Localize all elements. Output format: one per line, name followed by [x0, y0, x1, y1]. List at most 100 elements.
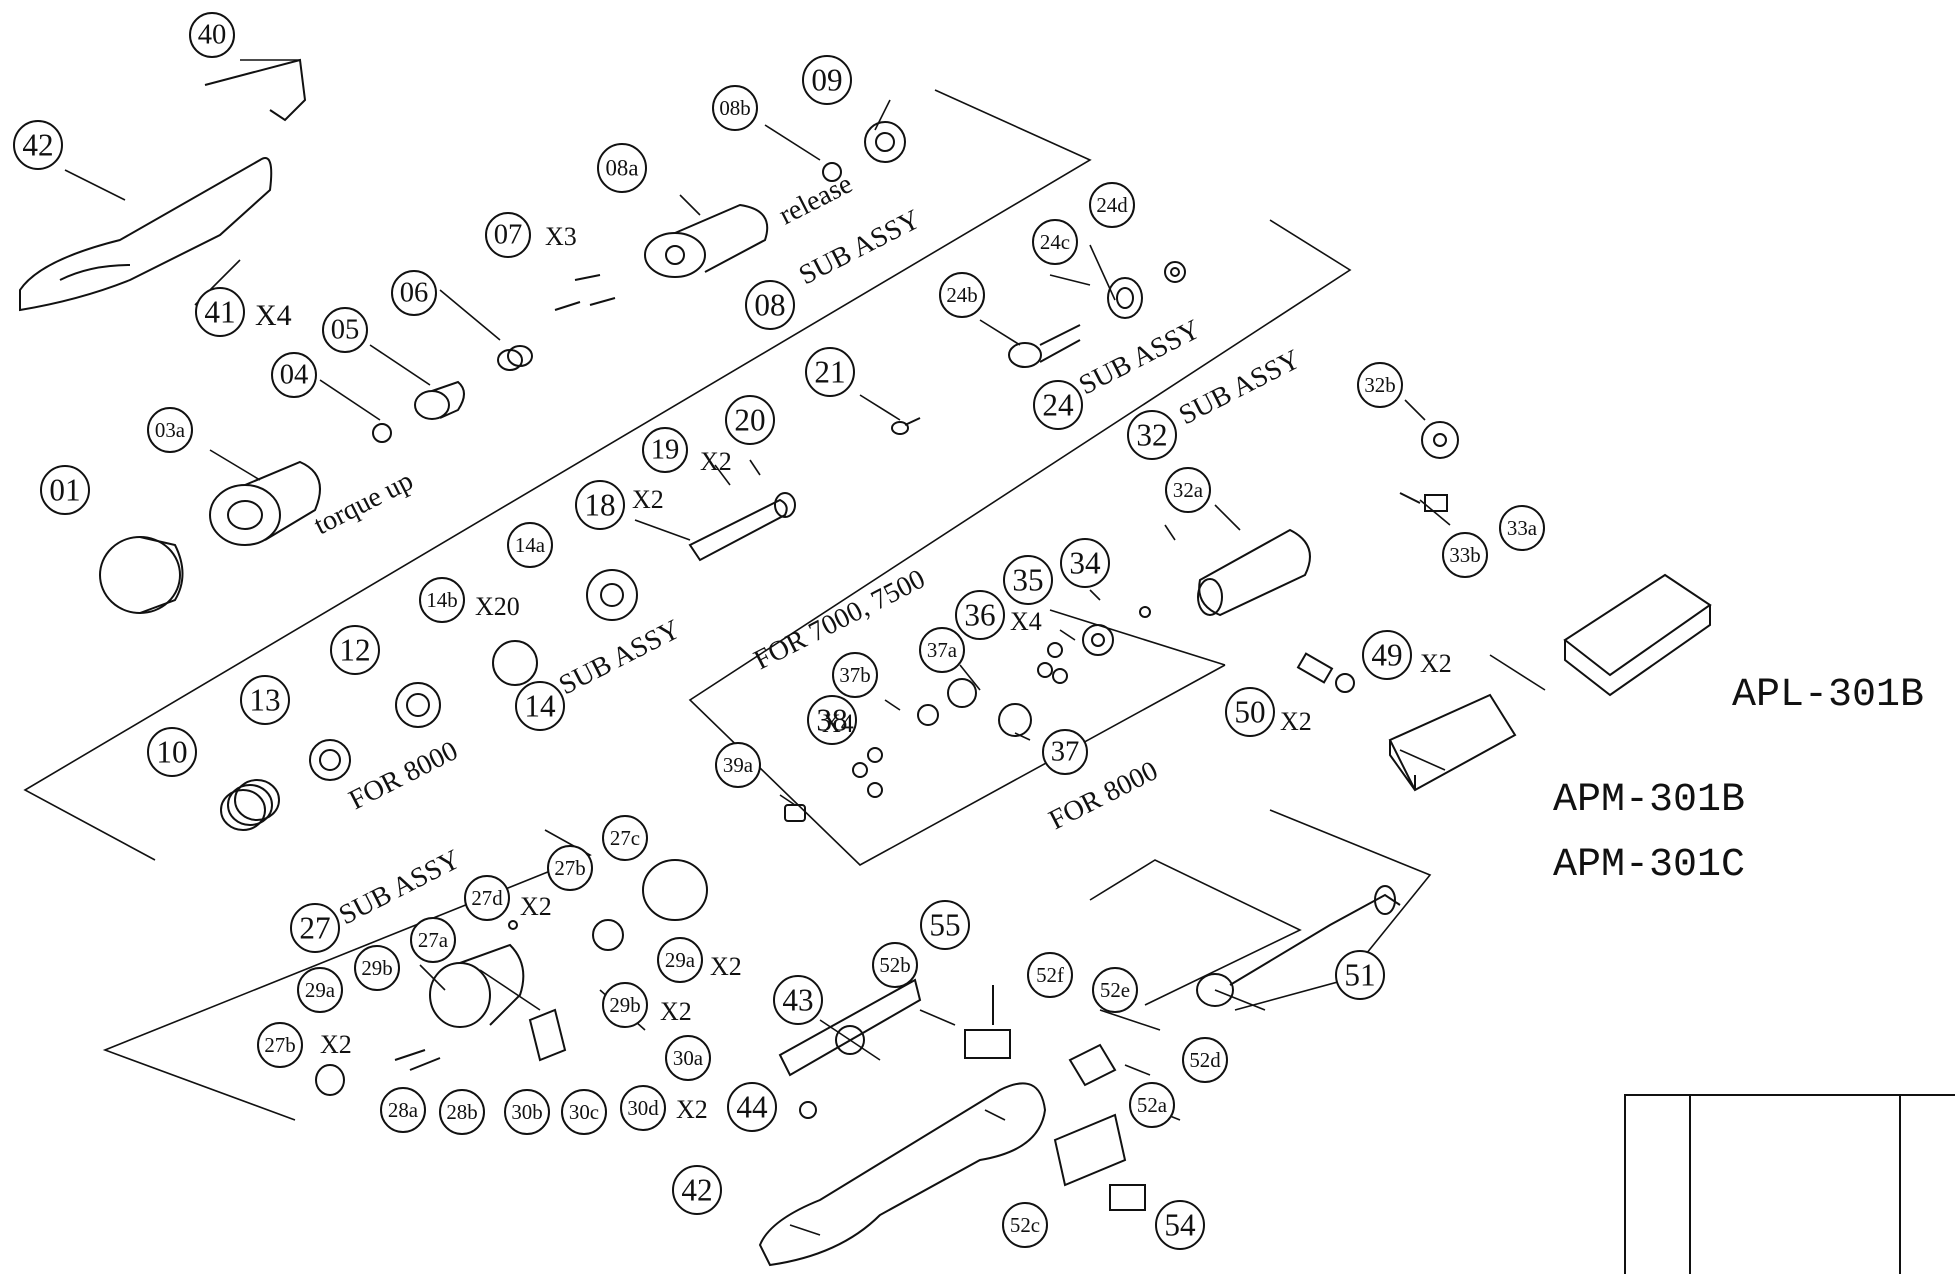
callout-circle	[1127, 410, 1177, 460]
part-20-shaft	[688, 492, 796, 562]
qty-36: X4	[1010, 607, 1042, 636]
callout-number: 24d	[1096, 193, 1128, 217]
qty-27d: X2	[520, 892, 552, 921]
callout-52c: 52c	[1002, 1202, 1048, 1248]
label-sub-assy-14: SUB ASSY	[554, 614, 685, 701]
callout-27: 27	[290, 903, 340, 953]
callout-number: 08b	[719, 96, 750, 120]
callout-circle	[1362, 630, 1412, 680]
leader-lines	[64, 59, 1546, 1236]
callout-circle	[380, 1087, 426, 1133]
callout-32b: 32b	[1357, 362, 1403, 408]
callout-number: 52e	[1100, 978, 1130, 1002]
callout-number: 27c	[610, 826, 640, 850]
callout-08b: 08b	[712, 85, 758, 131]
model-apm-301b: APM-301B	[1553, 778, 1745, 823]
qty-38: X4	[822, 709, 854, 738]
label-sub-assy-32: SUB ASSY	[1174, 344, 1305, 431]
callout-circle	[40, 465, 90, 515]
callout-number: 37b	[839, 663, 870, 687]
callout-number: 41	[204, 295, 235, 330]
callout-number: 24b	[946, 283, 977, 307]
callout-circle	[439, 1089, 485, 1135]
callout-49: 49	[1362, 630, 1412, 680]
callout-number: 01	[49, 473, 80, 508]
callout-number: 42	[22, 128, 53, 163]
callout-52f: 52f	[1027, 952, 1073, 998]
callout-number: 27b	[554, 856, 585, 880]
callout-circle	[715, 742, 761, 788]
callout-03a: 03a	[147, 407, 193, 453]
callout-number: 39a	[723, 753, 753, 777]
callout-28b: 28b	[439, 1089, 485, 1135]
callout-circle	[665, 1035, 711, 1081]
callout-circle	[507, 522, 553, 568]
callout-52b: 52b	[872, 942, 918, 988]
part-controller-apm	[1388, 693, 1517, 792]
callout-14: 14	[515, 681, 565, 731]
callout-number: 34	[1069, 546, 1101, 581]
callout-circle	[1033, 380, 1083, 430]
callout-circle	[147, 727, 197, 777]
callout-number: 27b	[264, 1033, 295, 1057]
callout-30a: 30a	[665, 1035, 711, 1081]
callout-number: 30c	[569, 1100, 599, 1124]
callout-20: 20	[725, 395, 775, 445]
group-outlines	[23, 89, 1432, 1121]
callout-30d: 30d	[620, 1085, 666, 1131]
callout-number: 06	[400, 278, 429, 309]
callout-33b: 33b	[1442, 532, 1488, 578]
callout-circle	[1165, 467, 1211, 513]
callout-circle	[802, 55, 852, 105]
callout-circle	[657, 937, 703, 983]
part-24-clutch-parts	[1008, 261, 1186, 368]
qty-49: X2	[1420, 649, 1452, 678]
callout-number: 52b	[879, 953, 910, 977]
part-01-cap	[99, 536, 184, 614]
callout-circle	[1442, 532, 1488, 578]
callout-number: 49	[1371, 638, 1402, 673]
callout-number: 54	[1164, 1208, 1196, 1243]
callout-circle	[712, 85, 758, 131]
callout-27b: 27b	[547, 845, 593, 891]
callout-30b: 30b	[504, 1089, 550, 1135]
callout-number: 42	[681, 1173, 712, 1208]
part-12-washer	[395, 682, 441, 728]
callout-number: 27	[299, 911, 330, 946]
model-apl-301b: APL-301B	[1732, 673, 1924, 718]
callout-number: 21	[814, 355, 845, 390]
callout-circle	[271, 352, 317, 398]
part-34-35-washers	[1082, 606, 1151, 656]
part-14b-balls	[492, 640, 538, 686]
callout-number: 27a	[418, 928, 448, 952]
callout-08: 08	[745, 280, 795, 330]
callout-circle	[602, 815, 648, 861]
callout-circle	[745, 280, 795, 330]
callout-circle	[1089, 182, 1135, 228]
callout-04: 04	[271, 352, 317, 398]
callout-number: 28b	[446, 1100, 477, 1124]
callout-circle	[597, 143, 647, 193]
callout-50: 50	[1225, 687, 1275, 737]
callout-number: 07	[494, 220, 523, 251]
callout-number: 52d	[1189, 1048, 1221, 1072]
callout-07: 07	[485, 212, 531, 258]
callout-27c: 27c	[602, 815, 648, 861]
callout-number: 33b	[1449, 543, 1480, 567]
callout-number: 38	[816, 703, 847, 738]
callout-circle	[13, 120, 63, 170]
callout-number: 09	[811, 63, 842, 98]
part-06-spring	[497, 345, 533, 371]
part-14a-bearing	[586, 569, 638, 621]
callout-number: 30b	[511, 1100, 542, 1124]
callout-circle	[1129, 1082, 1175, 1128]
part-32b-fan	[1421, 421, 1459, 459]
callout-number: 32a	[1173, 478, 1203, 502]
callout-05: 05	[322, 307, 368, 353]
callout-39a: 39a	[715, 742, 761, 788]
callout-number: 03a	[155, 418, 185, 442]
callout-circle	[832, 652, 878, 698]
callout-14a: 14a	[507, 522, 553, 568]
callout-circle	[561, 1089, 607, 1135]
title-block-frame	[1624, 1094, 1955, 1274]
